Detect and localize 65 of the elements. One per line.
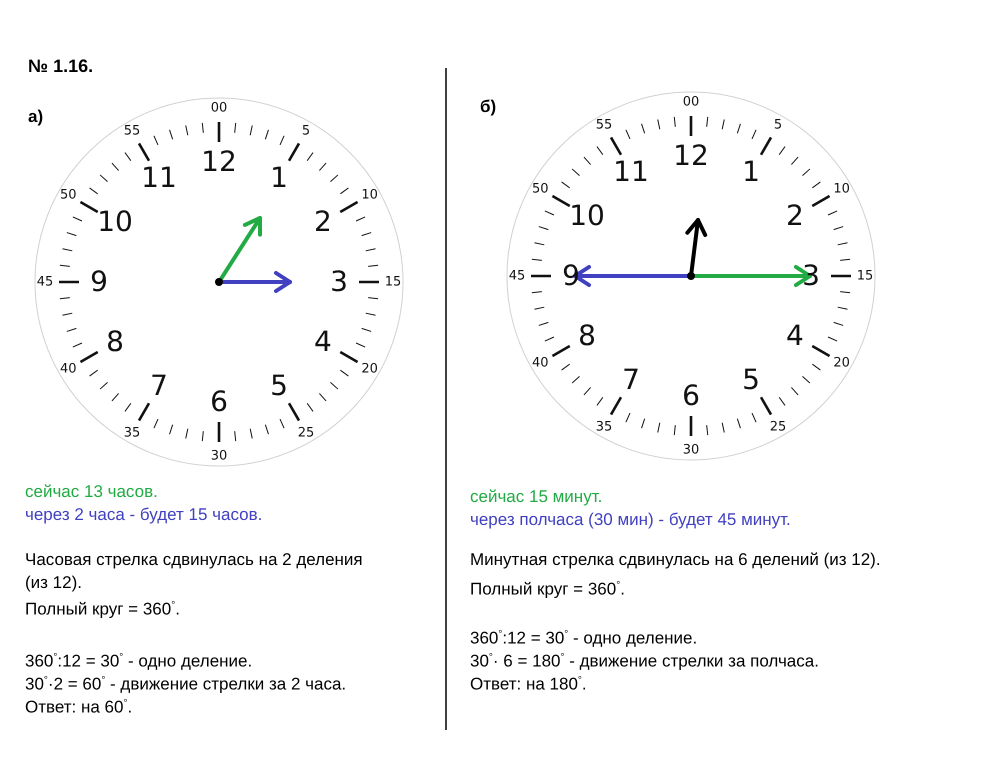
minute-number: 50 [60,188,77,202]
solution-text: Полный круг = 360$^{°}$. [25,598,181,621]
hour-number: 8 [106,328,124,356]
solution-text: 360$^{°}$:12 = 30$^{°}$ - одно деление. [470,628,698,650]
minute-number: 45 [36,276,54,288]
solution-text: Ответ: на 60$^{°}$. [25,696,134,719]
hour-number: 2 [786,202,804,230]
status-text: через 2 часа - будет 15 часов. [25,504,264,526]
solution-text: 360$^{°}$:12 = 30$^{°}$ - одно деление. [25,650,254,673]
minute-number: 5 [774,118,782,132]
minute-number: 40 [60,362,77,376]
hour-number: 6 [210,388,228,416]
part-label: б) [480,96,496,118]
solution-text: Ответ: на 180$^{°}$. [470,674,588,696]
minute-number: 20 [361,362,378,376]
minute-number: 55 [124,124,140,138]
part-label: а) [28,106,44,128]
hour-number: 2 [314,208,332,236]
hour-number: 7 [150,372,168,400]
hour-number: 7 [622,366,640,394]
task-number: № 1.16. [28,55,94,78]
solution-text: Часовая стрелка сдвинулась на 2 деления (из 12). [25,549,364,594]
hour-number: 1 [742,158,760,186]
hour-number: 6 [682,382,700,410]
solution-text: 30$^{°}$·2 = 60$^{°}$ - движение стрелки за 2 часа. [25,674,348,696]
hour-number: 9 [562,262,580,290]
minute-number: 30 [210,450,228,462]
solution-text: Минутная стрелка сдвинулась на 6 делений (из 12). [470,549,882,571]
minute-number: 40 [532,356,549,370]
hour-number: 3 [802,262,820,290]
hour-number: 11 [613,158,649,186]
solution-text: Полный круг = 360$^{°}$. [470,578,626,601]
hour-number: 12 [201,148,237,176]
hour-number: 4 [314,328,332,356]
minute-number: 15 [384,276,402,288]
hour-number: 8 [578,322,596,350]
hour-number: 3 [330,268,348,296]
hour-number: 9 [90,268,108,296]
hour-number: 10 [97,208,133,236]
hour-number: 1 [270,164,288,192]
minute-number: 35 [124,426,140,440]
status-text: сейчас 15 минут. [470,486,604,508]
solution-text: 30$^{°}$· 6 = 180$^{°}$ - движение стрелки за полчаса. [470,650,820,673]
hour-number: 12 [673,142,709,170]
minute-number: 00 [210,102,228,114]
minute-number: 45 [508,270,526,282]
minute-number: 10 [833,182,850,196]
hour-number: 10 [569,202,605,230]
minute-number: 35 [596,420,612,434]
status-text: сейчас 13 часов. [25,481,159,503]
minute-number: 00 [682,96,700,108]
minute-number: 25 [298,426,314,440]
minute-number: 50 [532,182,549,196]
minute-number: 25 [770,420,786,434]
minute-number: 15 [856,270,874,282]
minute-number: 5 [302,124,310,138]
minute-number: 20 [833,356,850,370]
hour-number: 11 [141,164,177,192]
hour-number: 5 [742,366,760,394]
minute-number: 30 [682,444,700,456]
minute-number: 10 [361,188,378,202]
status-text: через полчаса (30 мин) - будет 45 минут. [470,509,792,531]
hour-number: 5 [270,372,288,400]
minute-number: 55 [596,118,612,132]
hour-number: 4 [786,322,804,350]
